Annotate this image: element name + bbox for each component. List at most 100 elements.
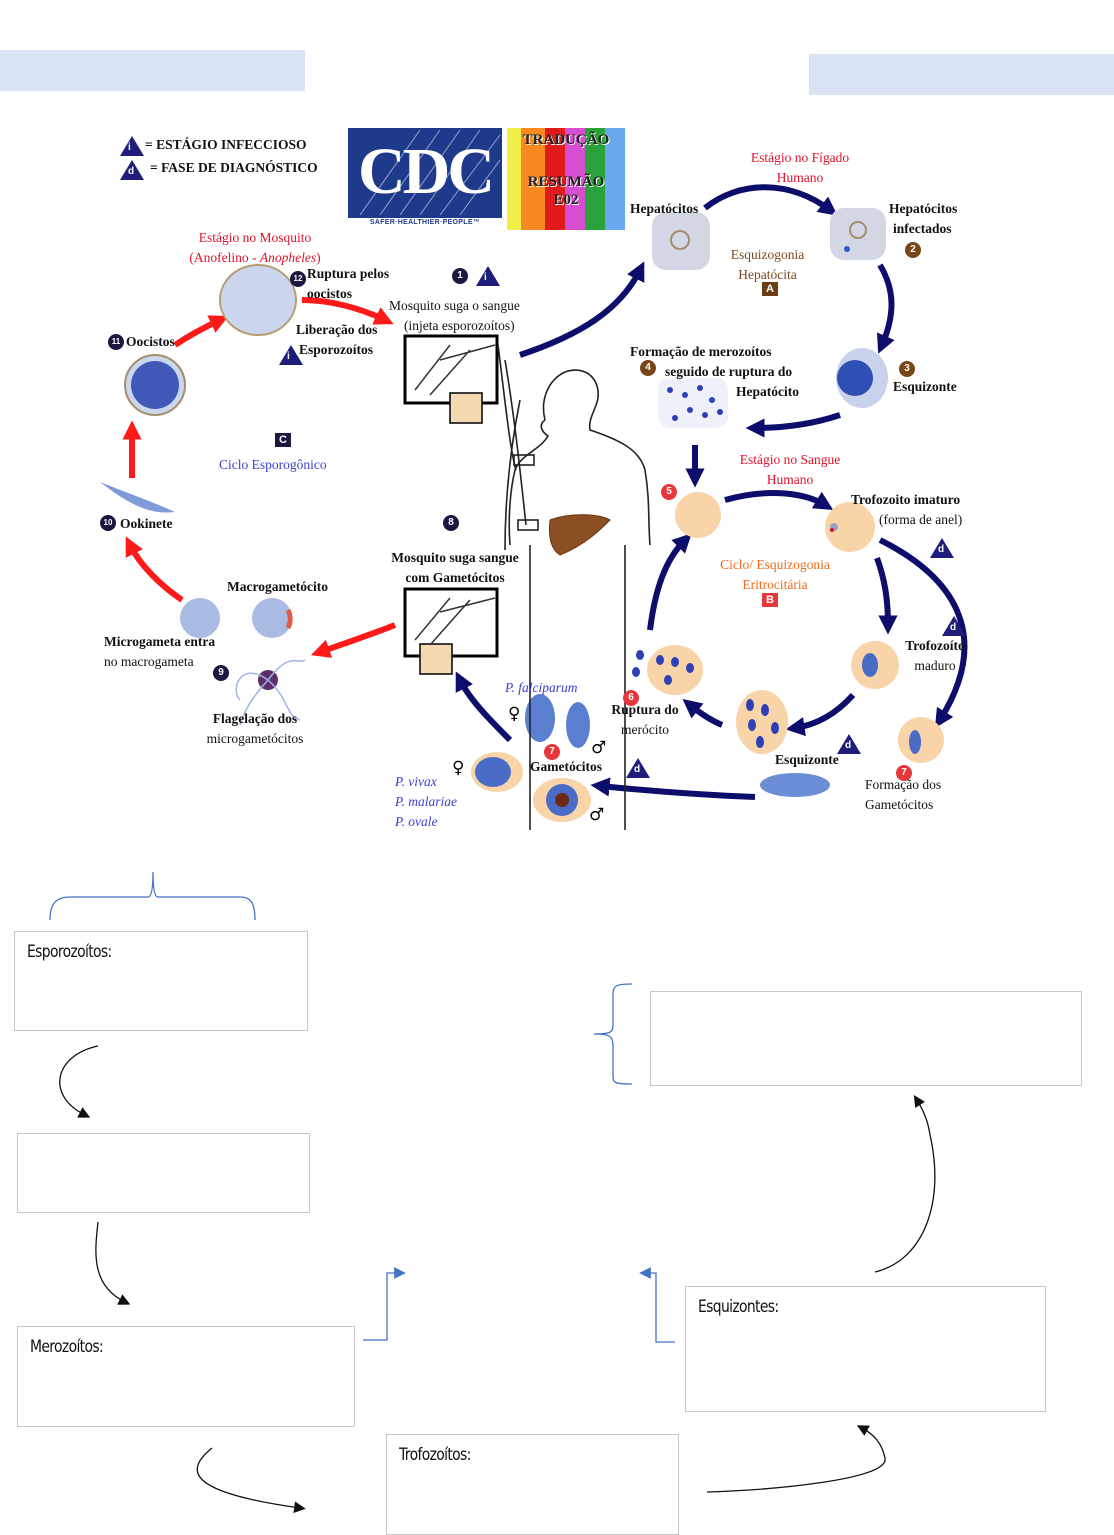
sporozoites-box[interactable]: Esporozoítos: — [14, 931, 308, 1031]
falciparum-gametocytes — [525, 694, 590, 748]
diagnostic-icon-schizont: d — [837, 734, 861, 754]
female-symbol-icon: ♀ — [508, 704, 521, 724]
flagellating-microgametocyte — [235, 659, 306, 726]
diagnostic-icon-gametocyte: d — [626, 758, 650, 778]
diagnostic-stage-icon: d — [120, 160, 144, 180]
infectious-stage-icon: i — [120, 136, 144, 156]
step-7-badge: 7 — [544, 744, 560, 760]
step-1-badge: 1 — [452, 268, 468, 284]
legend-diagnostic-label: = FASE DE DIAGNÓSTICO — [150, 160, 318, 175]
macrogametocyte-label: Macrogametócito — [227, 579, 328, 594]
schizonts-title: Esquizontes: — [698, 1297, 779, 1317]
cdc-logo-text: CDC — [358, 135, 495, 208]
header-band-left — [0, 50, 305, 91]
step-12-badge: 12 — [290, 271, 306, 287]
translation-title: TRADUÇÃO — [522, 132, 610, 148]
oocyst-rupturing — [219, 264, 297, 336]
macrogametocyte-cell — [252, 598, 293, 638]
connector-merozoites-up — [363, 1267, 406, 1341]
arrow-blood-5 — [682, 699, 724, 728]
female-symbol-icon-2: ♀ — [452, 758, 465, 778]
merozoite-release-cell — [658, 378, 728, 428]
step-9-badge: 9 — [213, 665, 229, 681]
infected-hepatocyte-cell — [830, 208, 886, 260]
immature-trophozoite-label: Trofozoito imaturo(forma de anel) — [851, 492, 963, 527]
arrow-liver-1 — [519, 261, 645, 358]
sporogonic-cycle-label: Ciclo Esporogônico — [219, 457, 327, 472]
liver-schizont-cell — [836, 348, 888, 408]
header-band-right — [809, 54, 1114, 95]
step-6-badge: 6 — [623, 690, 639, 706]
trophozoites-box[interactable]: Trofozoítos: — [386, 1434, 679, 1535]
arrow-box2-to-merozoites — [95, 1221, 131, 1305]
arrow-mosq-5 — [301, 297, 394, 325]
hepatocyte-cell — [652, 212, 710, 270]
translation-subtitle: RESUMÃO — [527, 174, 605, 190]
diagnostic-icon-mature: d — [942, 616, 966, 636]
arrow-blood-7 — [590, 777, 756, 800]
stage-box-2[interactable] — [17, 1133, 310, 1213]
arrow-mosq-1 — [310, 622, 397, 658]
mosquito-stage-title: Estágio no Mosquito(Anofelino - Anophele… — [189, 230, 321, 265]
arrow-mosq-4 — [173, 315, 229, 348]
infectious-icon-release: i — [279, 345, 303, 365]
erythrocytic-marker: B — [762, 593, 778, 607]
brace-top — [49, 871, 256, 921]
arrow-liver-2 — [703, 184, 838, 216]
vivax-gametocytes — [471, 752, 591, 822]
step-5-badge: 5 — [661, 484, 677, 500]
arrow-blood-6 — [647, 533, 692, 631]
right-summary-box[interactable] — [650, 991, 1082, 1086]
liver-schizont-label: Esquizonte — [893, 379, 957, 394]
cdc-logo — [348, 128, 502, 230]
diagnostic-icon-ring: d — [930, 538, 954, 558]
arrow-schizonts-to-right-box — [874, 1095, 936, 1273]
ookinete-label: Ookinete — [120, 516, 173, 531]
mosquito-bite-box-2 — [403, 587, 499, 675]
arrow-merozoites-to-trophozoites — [196, 1447, 306, 1513]
ring-trophozoite-cell — [825, 502, 875, 552]
liver-organ — [549, 514, 611, 556]
species-falciparum: P. falciparum — [505, 680, 578, 695]
legend-infectious-label: = ESTÁGIO INFECCIOSO — [145, 137, 307, 152]
step-8-badge: 8 — [443, 515, 459, 531]
step-11-badge: 11 — [108, 334, 124, 350]
arrow-blood-4 — [785, 692, 856, 737]
male-symbol-icon-2: ♂ — [589, 805, 605, 825]
oocyst — [124, 354, 186, 416]
translation-banner — [507, 128, 625, 230]
cdc-tagline: SAFER·HEALTHIER·PEOPLE™ — [369, 219, 481, 226]
blood-schizont-cell — [736, 690, 788, 754]
brace-right — [593, 983, 633, 1085]
arrow-liver-4 — [745, 412, 841, 438]
step-10-badge: 10 — [100, 515, 116, 531]
step-4-badge: 4 — [640, 360, 656, 376]
arrow-liver-3 — [877, 263, 895, 354]
mosquito-bite-box-1 — [403, 334, 499, 424]
arrow-blood-1 — [724, 490, 834, 510]
trophozoites-title: Trofozoítos: — [399, 1445, 471, 1465]
arrow-mosq-2 — [125, 536, 184, 603]
step-2-badge: 2 — [905, 242, 921, 258]
mosquito-bite-label: Mosquito suga o sangue(injeta esporozoít… — [389, 298, 520, 333]
merozoites-box[interactable]: Merozoítos: — [17, 1326, 355, 1427]
hepatic-schizogony-marker: A — [762, 282, 778, 296]
male-symbol-icon: ♂ — [591, 738, 607, 758]
arrow-sporo-to-box2 — [59, 1045, 99, 1118]
schizonts-box[interactable]: Esquizontes: — [685, 1286, 1046, 1412]
sporogonic-marker: C — [275, 433, 291, 447]
gametocyte-forming-cell — [898, 717, 944, 763]
